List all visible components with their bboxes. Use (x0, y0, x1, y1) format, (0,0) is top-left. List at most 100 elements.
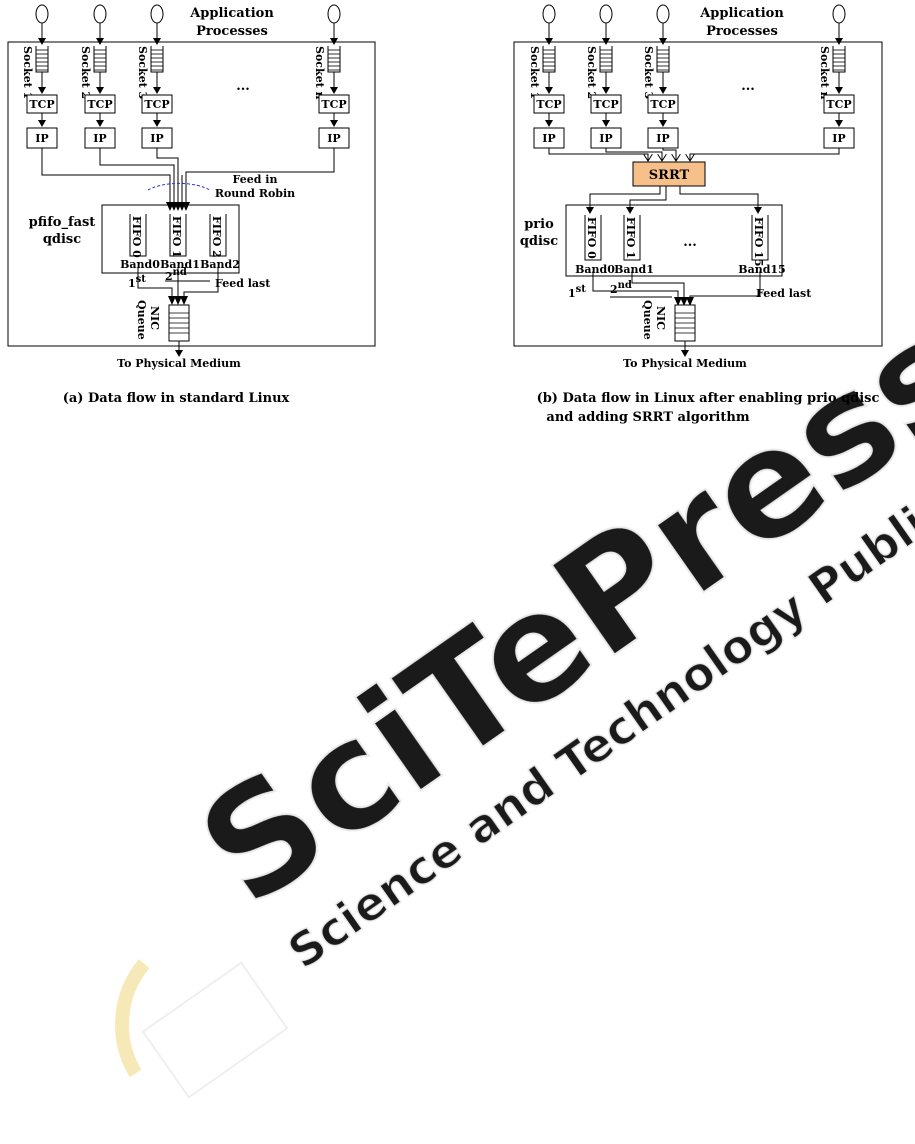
panel-a-second: 2nd (165, 267, 187, 283)
srrt-box (632, 161, 706, 187)
panel-a-caption: (a) Data flow in standard Linux (63, 391, 290, 406)
ip-label: IP (150, 132, 163, 145)
ip-label: IP (599, 132, 612, 145)
panel-a-ellipsis: ... (236, 79, 250, 94)
ip-label: IP (656, 132, 669, 145)
panel-a-qdisc-line1: pfifo_fast (29, 215, 96, 230)
ip-label: IP (327, 132, 340, 145)
panel-a-header-line2: Processes (196, 24, 268, 39)
panel-b-fifo-ellipsis: ... (683, 235, 697, 250)
panel-b: Application Processes Socket 1TCPIPSocke… (513, 4, 883, 425)
band-label: Band0 (120, 258, 160, 271)
panel-b-medium: To Physical Medium (623, 357, 747, 370)
panel-b-second: 2nd (610, 280, 632, 296)
panel-a-nic-queue (168, 304, 190, 342)
panel-b-nic-line2: Queue (641, 300, 654, 340)
socket-label: Socket 2 (585, 46, 598, 99)
band-label: Band15 (738, 263, 785, 276)
panel-b-feed-last: Feed last (756, 287, 812, 300)
process-circle-icon (150, 4, 164, 24)
panel-a-qdisc-box (101, 204, 240, 274)
ip-label: IP (832, 132, 845, 145)
socket-buffer-icon (35, 46, 49, 73)
panel-b-header-line2: Processes (706, 24, 778, 39)
round-robin-arc (147, 182, 211, 191)
socket-buffer-icon (150, 46, 164, 73)
panel-a-feed-last: Feed last (215, 277, 271, 290)
fifo-label: FIFO 0 (585, 217, 598, 259)
panel-a-header-line1: Application (189, 6, 274, 21)
panel-a: Application Processes Socket 1TCPIPSocke… (7, 4, 376, 406)
socket-buffer-icon (327, 46, 341, 73)
band-label: Band2 (200, 258, 240, 271)
panel-a-medium: To Physical Medium (117, 357, 241, 370)
socket-label: Socket 3 (136, 46, 149, 99)
process-circle-icon (35, 4, 49, 24)
panel-b-qdisc-line1: prio (524, 217, 554, 232)
panel-a-first: 1st (128, 274, 146, 290)
panel-a-nic-line2: Queue (135, 300, 148, 340)
panel-b-caption-line1: (b) Data flow in Linux after enabling pr… (537, 391, 880, 406)
fifo-label: FIFO 2 (210, 216, 223, 258)
watermark-logo (115, 959, 289, 1099)
panel-b-nic-line1: NIC (654, 306, 667, 330)
panel-b-first: 1st (568, 284, 586, 300)
socket-label: Socket 2 (79, 46, 92, 99)
panel-b-qdisc-box (565, 204, 783, 277)
tcp-label: TCP (144, 98, 169, 111)
watermark: SciTePress Science and Technology Public… (115, 282, 915, 1099)
panel-b-header-line1: Application (699, 6, 784, 21)
srrt-label: SRRT (649, 168, 690, 183)
tcp-label: TCP (87, 98, 112, 111)
band-label: Band1 (614, 263, 654, 276)
socket-label: Socket n (313, 46, 326, 100)
panel-b-qdisc-line2: qdisc (520, 234, 558, 249)
socket-label: Socket 1 (528, 46, 541, 99)
fifo-label: FIFO 1 (624, 217, 637, 259)
ip-label: IP (542, 132, 555, 145)
tcp-label: TCP (650, 98, 675, 111)
fifo-label: FIFO 1 (170, 216, 183, 258)
fifo-queue: FIFO 0 Band0 (575, 215, 615, 276)
process-circle-icon (542, 4, 556, 24)
socket-buffer-icon (93, 46, 107, 73)
process-circle-icon (327, 4, 341, 24)
panel-a-feed-line1: Feed in (233, 173, 278, 186)
process-circle-icon (832, 4, 846, 24)
fifo-label: FIFO 15 (752, 217, 765, 266)
process-circle-icon (599, 4, 613, 24)
band-label: Band1 (160, 258, 200, 271)
socket-buffer-icon (832, 46, 846, 73)
panel-a-qdisc-line2: qdisc (43, 232, 81, 247)
socket-buffer-icon (656, 46, 670, 73)
fifo-label: FIFO 0 (130, 216, 143, 258)
band-label: Band0 (575, 263, 615, 276)
tcp-label: TCP (826, 98, 851, 111)
tcp-label: TCP (321, 98, 346, 111)
panel-b-nic-queue (674, 304, 696, 342)
ip-label: IP (93, 132, 106, 145)
panel-a-feed-line2: Round Robin (215, 187, 295, 200)
process-circle-icon (656, 4, 670, 24)
socket-label: Socket 1 (21, 46, 34, 99)
panel-b-ellipsis: ... (741, 79, 755, 94)
fifo-queue: FIFO 1 Band1 (614, 215, 654, 276)
ip-label: IP (35, 132, 48, 145)
socket-buffer-icon (542, 46, 556, 73)
socket-label: Socket n (818, 46, 831, 100)
tcp-label: TCP (29, 98, 54, 111)
tcp-label: TCP (593, 98, 618, 111)
